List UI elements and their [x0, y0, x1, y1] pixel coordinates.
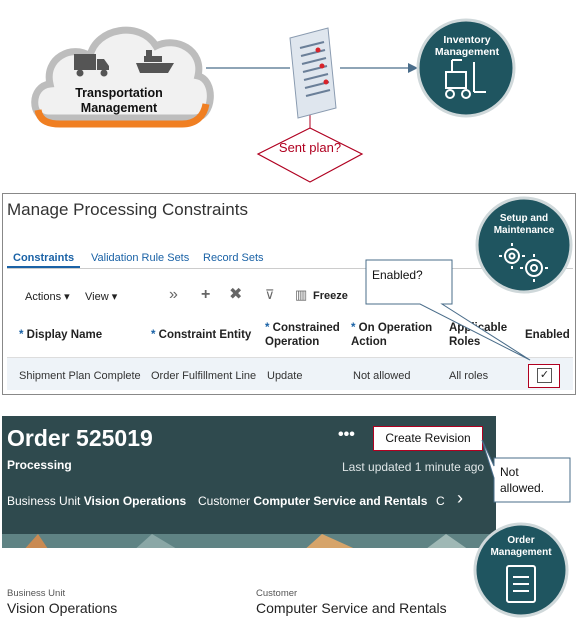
column-constrained-operation[interactable]: * Constrained Operation — [265, 322, 340, 348]
enabled-highlight: ✓ — [528, 364, 560, 388]
document-icon — [289, 27, 337, 119]
freeze-icon[interactable]: ▥ — [295, 287, 308, 302]
actions-menu[interactable]: Actions ▾ — [25, 291, 70, 303]
decision-label: Sent plan? — [278, 140, 342, 155]
view-menu[interactable]: View ▾ — [85, 291, 118, 303]
column-enabled[interactable]: Enabled — [525, 329, 570, 341]
order-body — [2, 548, 496, 621]
cell-display-name: Shipment Plan Complete — [19, 370, 141, 382]
business-unit-label: Business Unit — [7, 588, 66, 599]
page-title: Manage Processing Constraints — [7, 200, 248, 219]
filter-icon[interactable]: ⊽ — [265, 287, 275, 302]
arrow-head-icon — [408, 63, 418, 73]
order-document-icon — [506, 565, 536, 603]
gears-icon — [499, 243, 548, 282]
enabled-callout — [365, 259, 531, 361]
forklift-icon — [445, 59, 486, 99]
cloud-icon — [31, 26, 214, 128]
banner-art — [2, 534, 496, 552]
cell-constrained-operation: Update — [267, 370, 303, 382]
order-badge — [473, 522, 569, 618]
column-constraint-entity[interactable]: * Constraint Entity — [151, 329, 252, 341]
cell-constraint-entity: Order Fulfillment Line — [151, 370, 257, 382]
enabled-checkbox[interactable]: ✓ — [537, 368, 552, 383]
add-icon[interactable]: + — [201, 286, 211, 303]
header-overflow-text: C — [436, 494, 445, 508]
header-business-unit: Business Unit Vision Operations — [7, 494, 187, 508]
table-row[interactable] — [7, 357, 573, 390]
tab-constraints[interactable]: Constraints — [13, 252, 75, 264]
chevron-down-icon: ▾ — [64, 291, 70, 303]
decision-diamond — [256, 127, 364, 183]
chevron-down-icon: ▾ — [111, 291, 118, 303]
active-tab-indicator — [7, 266, 80, 269]
column-on-operation-action[interactable]: * On Operation Action — [351, 322, 433, 348]
order-title: Order 525019 — [7, 425, 153, 451]
customer-label: Customer — [256, 588, 298, 599]
flow-diagram — [31, 18, 516, 183]
more-actions-icon[interactable]: ••• — [338, 426, 355, 443]
inventory-badge — [416, 18, 516, 118]
header-customer: Customer Computer Service and Rentals — [198, 494, 428, 508]
freeze-button[interactable]: Freeze — [313, 290, 348, 302]
chevron-right-icon[interactable]: › — [457, 488, 463, 508]
cell-on-operation-action: Not allowed — [353, 370, 411, 382]
create-revision-button[interactable]: Create Revision — [373, 426, 483, 451]
not-allowed-callout — [481, 439, 571, 503]
delete-icon[interactable]: ✖ — [229, 286, 243, 303]
cell-applicable-roles: All roles — [449, 370, 489, 382]
expand-icon[interactable]: » — [169, 286, 178, 303]
last-updated: Last updated 1 minute ago — [342, 460, 485, 474]
ship-icon — [136, 50, 174, 73]
truck-icon — [74, 54, 109, 77]
tab-divider — [7, 268, 573, 269]
business-unit-value: Vision Operations — [7, 600, 118, 616]
tab-validation-rule-sets[interactable]: Validation Rule Sets — [91, 252, 190, 264]
order-panel: Order 525019 Processing ••• Create Revis… — [2, 416, 496, 621]
tab-record-sets[interactable]: Record Sets — [203, 252, 264, 264]
enabled-callout-text: Enabled? — [372, 268, 423, 282]
customer-value: Computer Service and Rentals — [256, 600, 447, 616]
order-status: Processing — [7, 458, 72, 472]
column-display-name[interactable]: * Display Name — [19, 329, 103, 341]
